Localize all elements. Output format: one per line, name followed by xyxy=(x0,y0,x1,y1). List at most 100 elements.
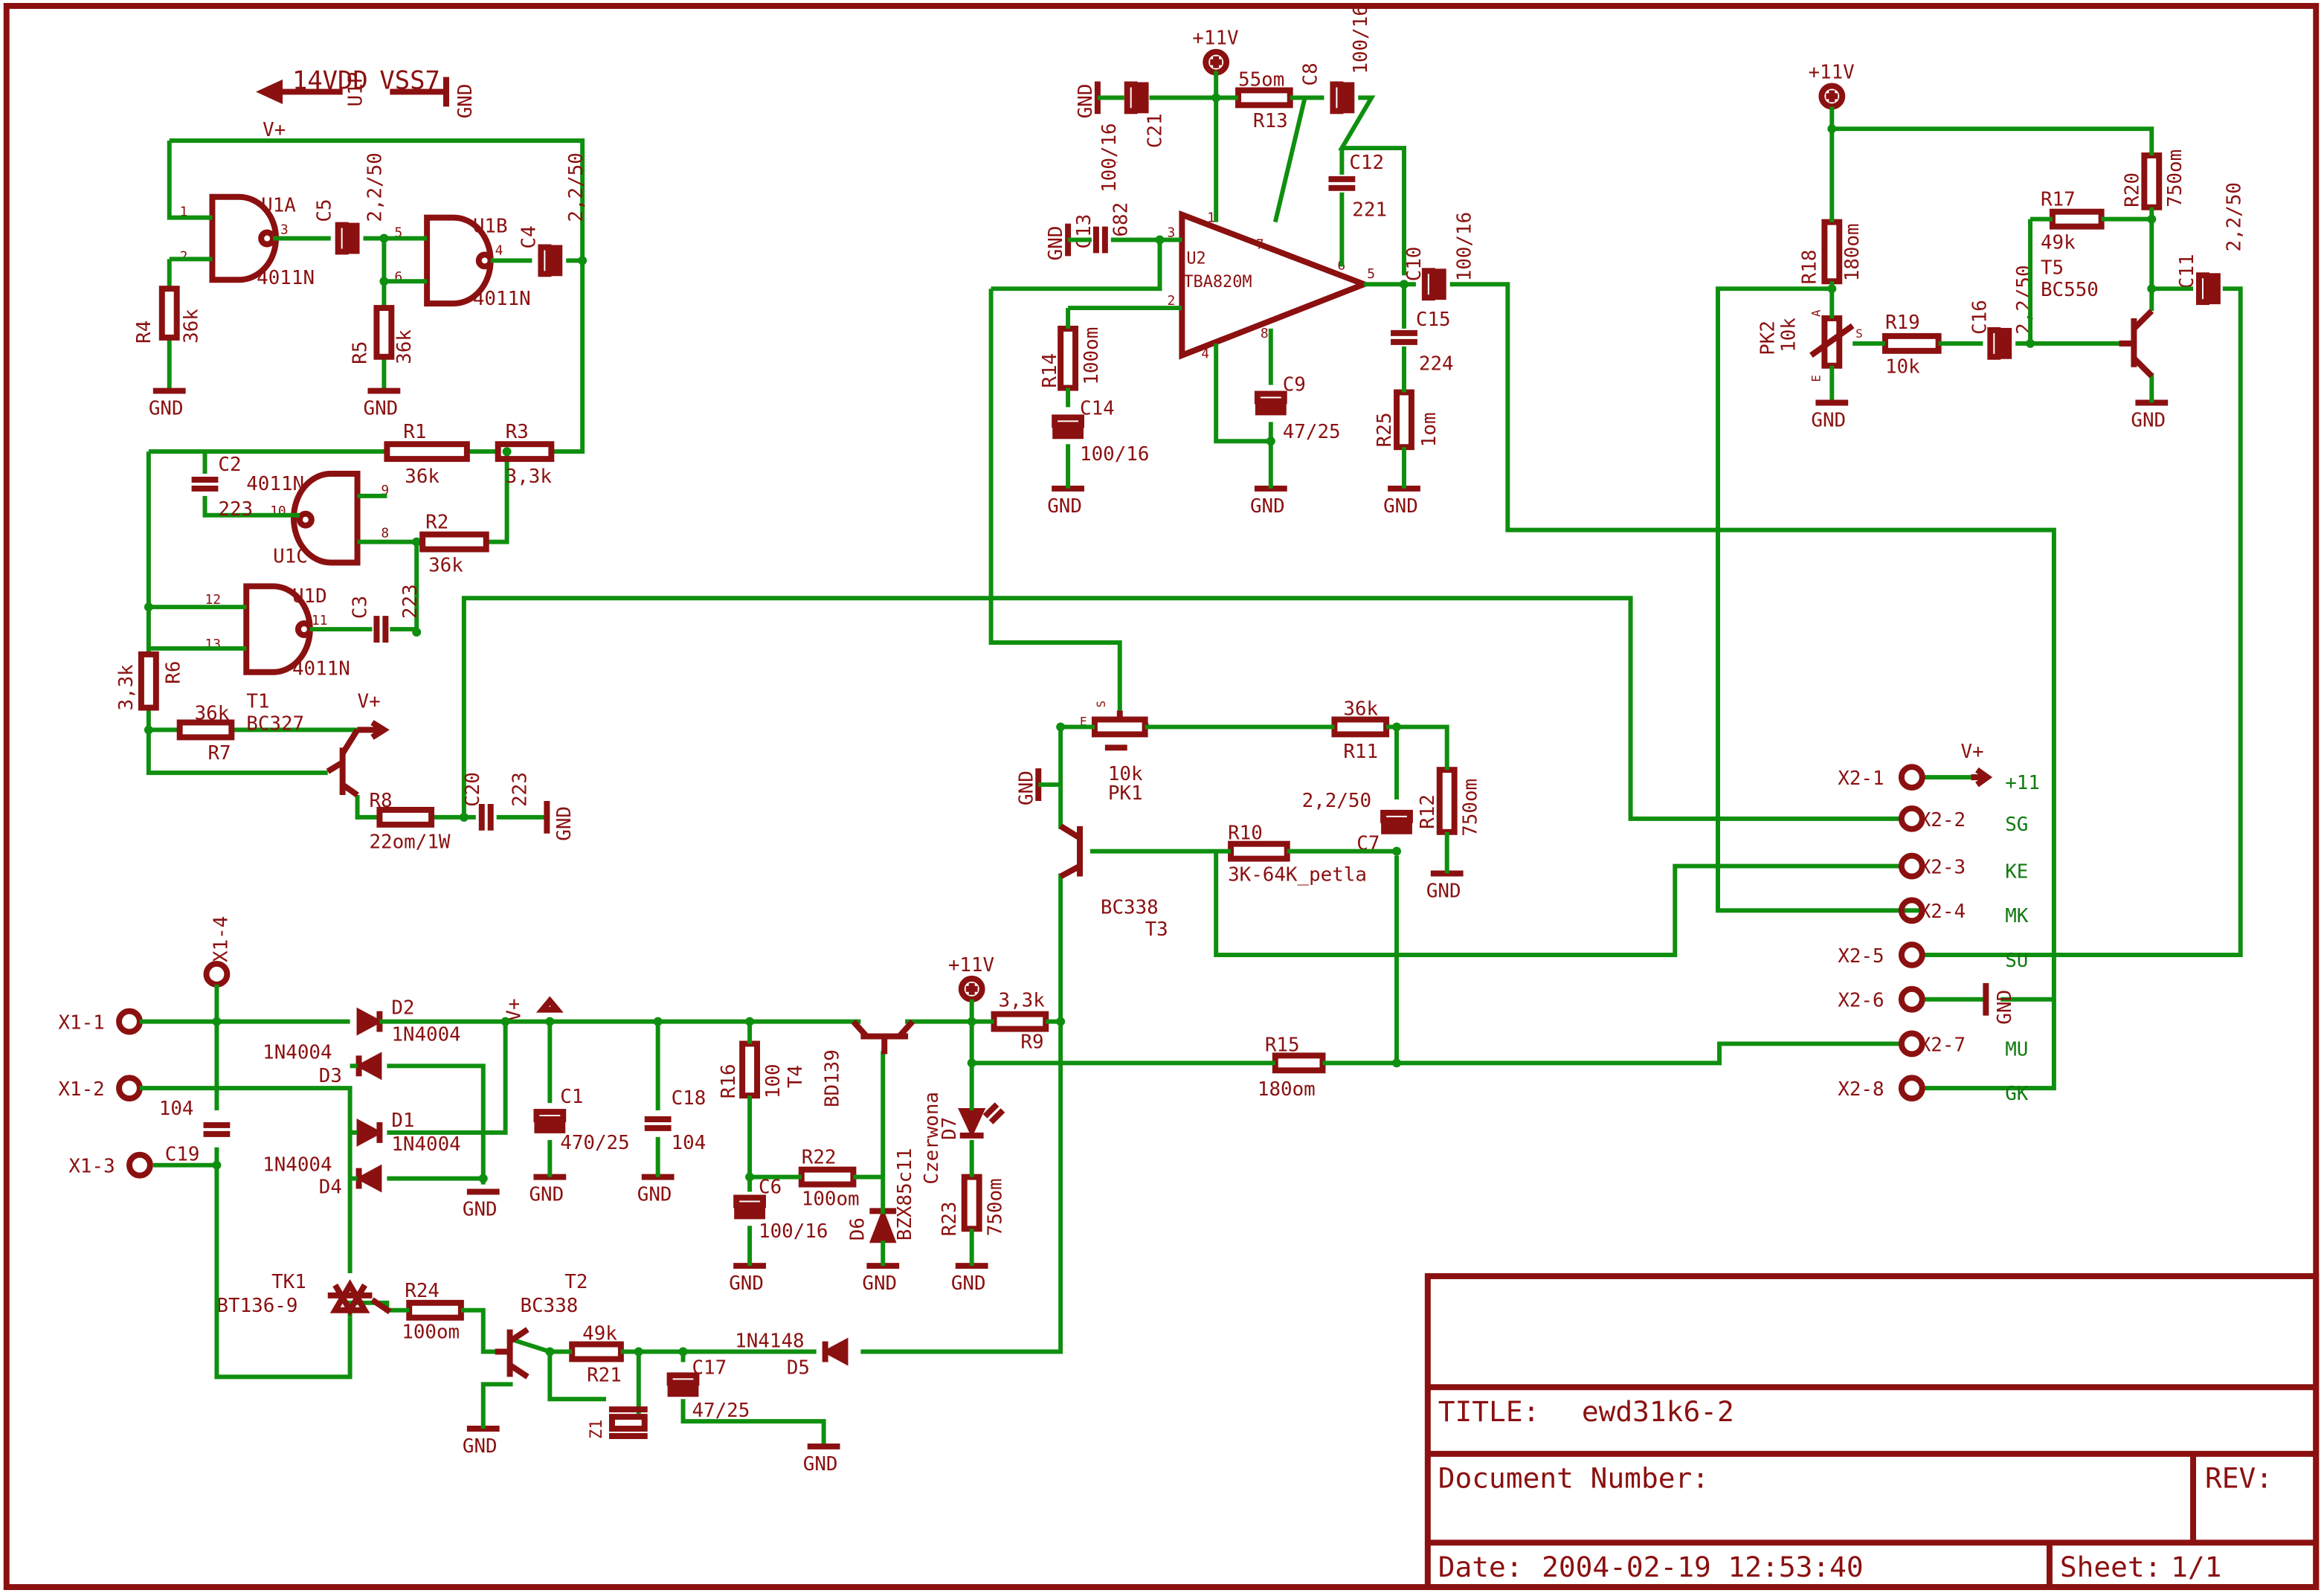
z1-element: Z1 xyxy=(588,1406,648,1439)
resistor-value-r17: 49k xyxy=(2041,231,2076,254)
triac-tk1-value: BT136-9 xyxy=(216,1295,297,1317)
connector-label-x2-2: X2-2 xyxy=(1919,809,1966,831)
resistor-value-r11: 36k xyxy=(1343,698,1378,721)
capacitor-c15 xyxy=(1391,329,1417,345)
resistor-value-r18: 180om xyxy=(1841,223,1864,281)
connector-label-x2-3: X2-3 xyxy=(1919,857,1966,879)
diode-ref-d2: D2 xyxy=(391,997,414,1020)
u1c-pin-8: 8 xyxy=(381,526,389,541)
document-number-label: Document Number: xyxy=(1438,1462,1709,1495)
pot-pk1-value: 10k xyxy=(1108,763,1143,785)
ground-label: GND xyxy=(862,1272,897,1295)
diode-d2 xyxy=(356,1007,383,1036)
capacitor-c18 xyxy=(644,1116,672,1131)
gate-u1c: 4011N U1C 9 8 10 xyxy=(246,471,389,567)
capacitor-value-c15: 224 xyxy=(1419,353,1454,376)
resistor-r22 xyxy=(798,1166,857,1188)
resistor-ref-r13: R13 xyxy=(1253,110,1288,132)
capacitor-value-c8: 100/16 xyxy=(1350,4,1372,74)
diode-d3 xyxy=(355,1052,382,1081)
u2-type: TBA820M xyxy=(1183,273,1252,292)
transistor-t3-value: BC338 xyxy=(1101,896,1159,918)
connector-label-x2-6: X2-6 xyxy=(1838,990,1884,1012)
diode-ref-d5: D5 xyxy=(787,1357,810,1379)
pot-pk2-pin-s: S xyxy=(1855,326,1863,341)
resistor-r16 xyxy=(739,1040,761,1099)
led-d7 xyxy=(958,1108,986,1138)
resistor-r8 xyxy=(376,806,435,828)
supply-11v-label: +11V xyxy=(1192,28,1238,50)
resistor-value-r25: 1om xyxy=(1418,412,1441,447)
resistor-ref-r14: R14 xyxy=(1039,353,1061,388)
transistor-t1-ref: T1 xyxy=(246,691,269,713)
capacitor-c4 xyxy=(538,244,563,277)
ground-label: GND xyxy=(529,1183,564,1206)
vss-pin-label: VSS7 xyxy=(379,65,440,94)
triac-tk1 xyxy=(327,1279,392,1316)
resistor-r14 xyxy=(1058,325,1079,391)
pot-pk1-ref: PK1 xyxy=(1108,782,1143,805)
connector-signal-x2-5: SU xyxy=(2005,950,2028,972)
resistor-value-r10: 3K-64K_petla xyxy=(1228,863,1367,886)
title-value: ewd31k6-2 xyxy=(1582,1395,1734,1428)
resistor-value-r15: 180om xyxy=(1258,1078,1316,1101)
u1d-type: 4011N xyxy=(292,658,350,680)
transistor-t1 xyxy=(326,720,390,798)
resistor-ref-r10: R10 xyxy=(1228,823,1263,845)
capacitor-value-c3: 223 xyxy=(399,584,422,619)
parts-layer xyxy=(116,48,2221,1449)
ground-label: GND xyxy=(553,806,576,841)
ground-label: GND xyxy=(729,1272,764,1295)
u2-pin-7: 7 xyxy=(1256,236,1264,252)
u1a-pin-3: 3 xyxy=(280,222,289,238)
capacitor-value-c2: 223 xyxy=(218,498,253,521)
connector-x2-8 xyxy=(1898,1075,1925,1102)
resistor-r13 xyxy=(1235,87,1293,109)
capacitor-c20 xyxy=(478,803,494,831)
capacitor-c5 xyxy=(335,222,360,255)
triac-tk1-ref: TK1 xyxy=(271,1271,306,1293)
capacitor-value-c21: 100/16 xyxy=(1098,123,1121,192)
resistor-value-r22: 100om xyxy=(802,1188,860,1210)
capacitor-c7 xyxy=(1380,809,1413,834)
diode-value-d6: BZX85c11 xyxy=(894,1148,916,1241)
connector-x1-4-pin xyxy=(203,960,231,988)
resistor-r12 xyxy=(1436,767,1458,835)
diode-ref-d7: D7 xyxy=(939,1117,961,1140)
resistor-value-r3: 3,3k xyxy=(506,466,553,488)
resistor-ref-r16: R16 xyxy=(718,1063,740,1098)
u1a-name: U1A xyxy=(261,195,296,217)
capacitor-ref-c11: C11 xyxy=(2176,254,2198,289)
capacitor-value-c10: 100/16 xyxy=(1454,212,1476,281)
ground-label: GND xyxy=(1383,495,1418,518)
resistor-ref-r11: R11 xyxy=(1343,741,1378,763)
capacitor-ref-c2: C2 xyxy=(218,454,241,476)
pot-pk1-pin-s: S xyxy=(1094,701,1108,708)
transistor-t3-ref: T3 xyxy=(1145,918,1168,941)
ground-label: GND xyxy=(463,1435,498,1458)
capacitor-c16 xyxy=(1987,326,2012,360)
capacitor-c12 xyxy=(1328,176,1356,191)
date-value: 2004-02-19 12:53:40 xyxy=(1542,1551,1864,1583)
resistor-r11 xyxy=(1331,716,1390,738)
rev-label: REV: xyxy=(2205,1462,2273,1495)
resistor-r23 xyxy=(961,1174,982,1232)
resistor-ref-r12: R12 xyxy=(1417,794,1439,829)
supply-11v-label: +11V xyxy=(1808,62,1854,84)
resistor-ref-r2: R2 xyxy=(425,512,448,534)
resistor-value-r9: 3,3k xyxy=(999,990,1046,1012)
transistor-t5 xyxy=(2119,309,2154,379)
capacitor-ref-c5: C5 xyxy=(314,199,336,222)
transistor-t4-value: BD139 xyxy=(822,1049,844,1107)
capacitor-extra: 682 xyxy=(1116,162,1118,164)
connector-x2-1 xyxy=(1898,764,1925,791)
resistor-ref-r4: R4 xyxy=(133,321,155,344)
pot-pk2-value: 10k xyxy=(1778,318,1800,353)
u1d-pin-12: 12 xyxy=(205,592,222,608)
resistor-value-r12: 750om xyxy=(1460,779,1482,837)
resistor-r9 xyxy=(991,1011,1049,1032)
pot-pk1-pin-a: A xyxy=(1142,714,1150,728)
connector-label-x2-1: X2-1 xyxy=(1838,767,1884,790)
capacitor-value-c17: 47/25 xyxy=(692,1400,750,1422)
